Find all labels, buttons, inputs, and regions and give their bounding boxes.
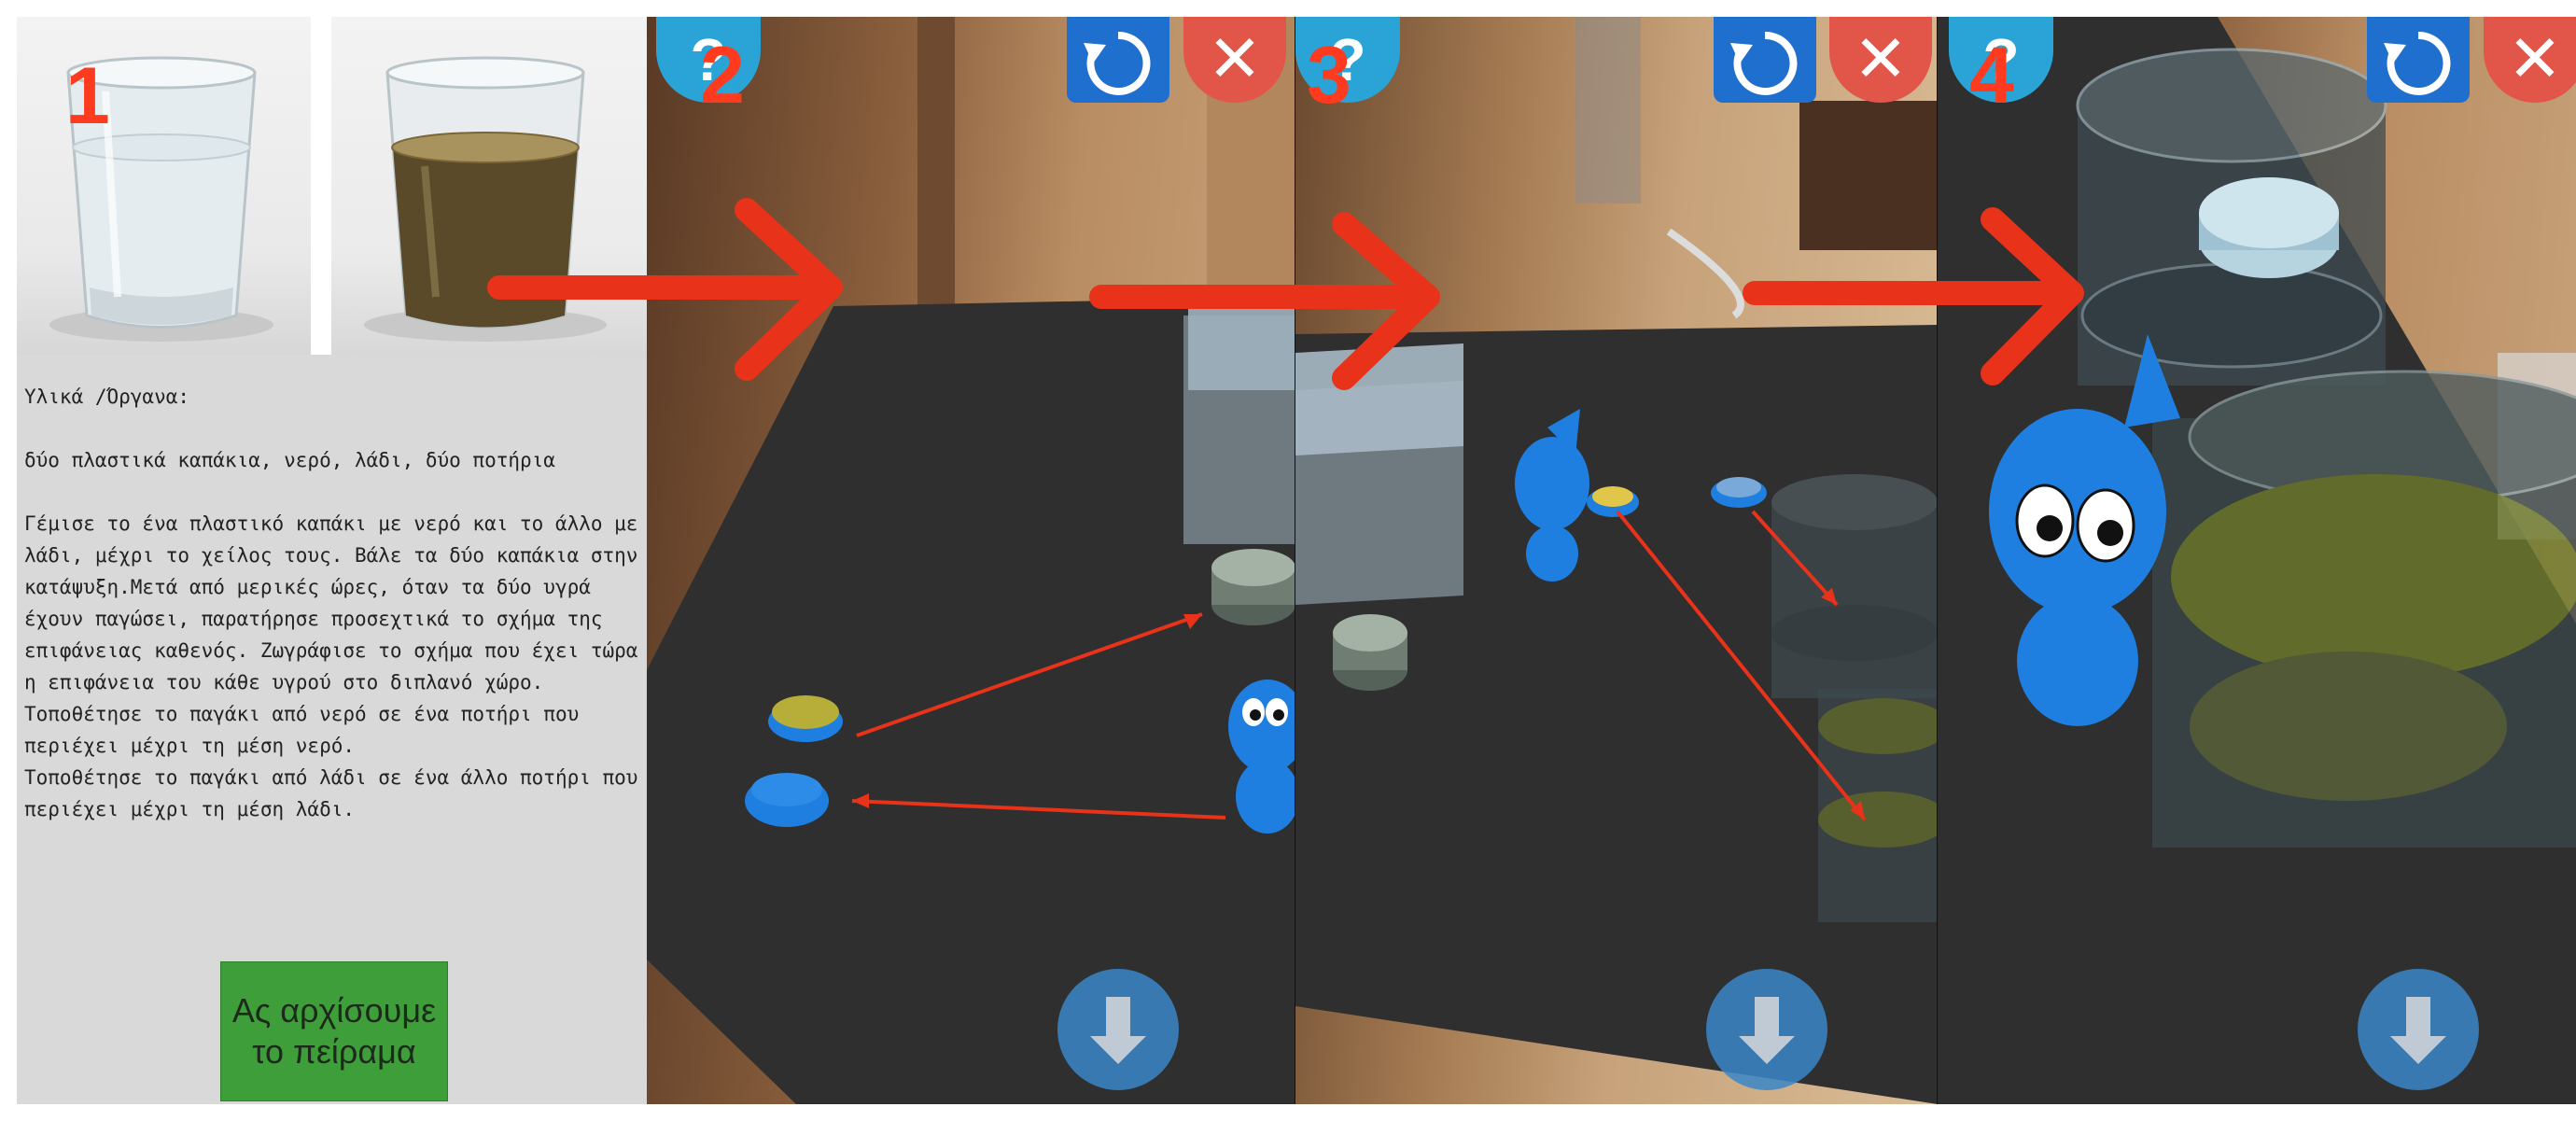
instructions-panel: Υλικά /Όργανα: δύο πλαστικά καπάκια, νερ… [17,17,647,1104]
close-icon: ✕ [2507,22,2563,95]
reset-icon [2384,31,2451,95]
glass-water [1771,474,1938,698]
reset-button[interactable] [2367,17,2470,103]
mascot-character [1989,334,2180,726]
ar-scene-4 [1938,17,2576,1104]
mascot-character [1515,409,1589,582]
water-glass-photo [17,17,311,355]
reset-button[interactable] [1067,17,1169,103]
ar-scene-3 [1295,17,1938,1104]
reset-button[interactable] [1714,17,1816,103]
glass-oil [1818,689,1938,922]
close-button[interactable]: ✕ [2484,17,2576,103]
materials-heading: Υλικά /Όργανα: [24,385,190,408]
scroll-down-button[interactable] [1706,969,1827,1090]
question-icon: ? [1982,26,2020,93]
procedure-step-2: Τοποθέτησε το παγάκι από νερό σε ένα ποτ… [24,703,580,757]
ar-table-plane [647,297,1295,1104]
reset-icon [1084,31,1151,95]
close-button[interactable]: ✕ [1183,17,1286,103]
arrow-down-icon [1090,997,1146,1064]
oil-glass-photo [331,17,647,355]
ar-scene-2 [647,17,1295,1104]
help-button[interactable]: ? [1949,17,2053,103]
scroll-down-button[interactable] [2358,969,2479,1090]
ar-view-step-4: ? ✕ [1938,17,2576,1104]
close-icon: ✕ [1853,22,1909,95]
glass-oil [2152,370,2576,848]
step-number-1: 1 [65,51,110,141]
glasses-photo [17,17,647,355]
photo-separator [311,17,331,355]
ar-view-step-3: ? ✕ [1295,17,1938,1104]
help-button[interactable]: ? [1295,17,1400,103]
question-icon: ? [690,26,727,93]
reset-icon [1730,31,1798,95]
instructions-text: Υλικά /Όργανα: δύο πλαστικά καπάκια, νερ… [24,381,640,825]
ar-view-step-2: ? ✕ [647,17,1295,1104]
mascot-character [1228,680,1295,834]
close-button[interactable]: ✕ [1829,17,1932,103]
arrow-down-icon [2390,997,2446,1064]
materials-list: δύο πλαστικά καπάκια, νερό, λάδι, δύο πο… [24,449,555,471]
step-number-2: 2 [700,31,745,120]
scroll-down-button[interactable] [1057,969,1179,1090]
question-icon: ? [1329,26,1366,93]
close-icon: ✕ [1207,22,1263,95]
procedure-step-3: Τοποθέτησε το παγάκι από λάδι σε ένα άλλ… [24,766,638,820]
arrow-down-icon [1739,997,1795,1064]
step-number-4: 4 [1969,31,2014,120]
procedure-step-1: Γέμισε το ένα πλαστικό καπάκι με νερό κα… [24,512,638,694]
help-button[interactable]: ? [656,17,761,103]
step-number-3: 3 [1307,31,1351,120]
start-experiment-button[interactable]: Ας αρχίσουμε το πείραμα [220,961,448,1101]
